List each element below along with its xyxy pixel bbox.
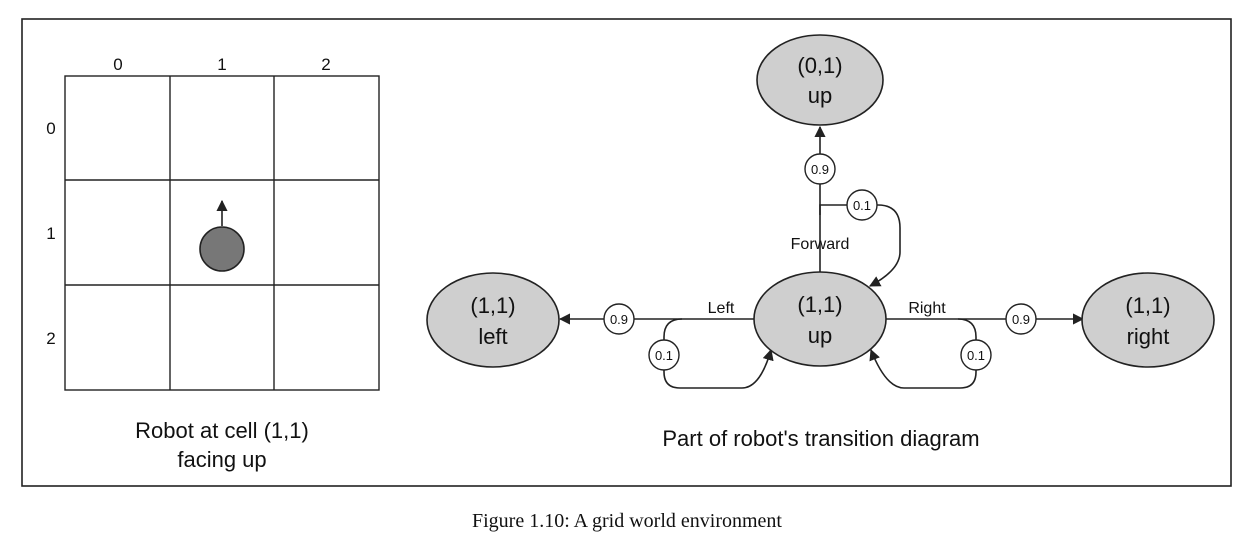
figure-frame	[21, 18, 1232, 487]
prob-left-success: 0.9	[603, 303, 635, 335]
node-left: (1,1) left	[426, 272, 560, 368]
row-label-2: 2	[46, 329, 55, 348]
transition-diagram: (0,1) up (1,1) up (1,1) left (1,1) right…	[426, 34, 1215, 451]
right-stay-loop	[869, 318, 977, 389]
prob-forward-success: 0.9	[804, 153, 836, 185]
robot-body	[199, 226, 245, 272]
node-top-line1: (0,1)	[797, 53, 842, 78]
svg-text:0.9: 0.9	[1012, 312, 1030, 327]
svg-text:0.1: 0.1	[853, 198, 871, 213]
action-label-forward: Forward	[791, 236, 850, 253]
grid-caption-line1: Robot at cell (1,1)	[135, 418, 309, 443]
robot	[199, 199, 245, 272]
row-label-1: 1	[46, 224, 55, 243]
node-top: (0,1) up	[756, 34, 884, 126]
col-label-0: 0	[113, 55, 122, 74]
node-center: (1,1) up	[753, 271, 887, 367]
grid-cells	[64, 75, 380, 391]
svg-text:0.9: 0.9	[610, 312, 628, 327]
prob-right-stay: 0.1	[960, 339, 992, 371]
node-left-line2: left	[478, 324, 507, 349]
action-label-left: Left	[708, 300, 735, 317]
svg-text:0.1: 0.1	[655, 348, 673, 363]
svg-text:0.9: 0.9	[811, 162, 829, 177]
row-label-0: 0	[46, 119, 55, 138]
node-left-line1: (1,1)	[470, 293, 515, 318]
figure-caption: Figure 1.10: A grid world environment	[472, 510, 782, 532]
diagram-caption: Part of robot's transition diagram	[662, 426, 979, 451]
action-label-right: Right	[908, 300, 946, 317]
prob-right-success: 0.9	[1005, 303, 1037, 335]
prob-left-stay: 0.1	[648, 339, 680, 371]
grid-panel: 0 1 2 0 1 2 Robot at cell (1,1) facing u…	[46, 55, 380, 472]
node-center-line2: up	[808, 323, 832, 348]
grid-caption-line2: facing up	[177, 447, 266, 472]
node-top-line2: up	[808, 83, 832, 108]
forward-stay-loop	[819, 204, 901, 287]
node-right-line1: (1,1)	[1125, 293, 1170, 318]
svg-text:0.1: 0.1	[967, 348, 985, 363]
node-right-line2: right	[1127, 324, 1170, 349]
node-center-line1: (1,1)	[797, 292, 842, 317]
left-stay-loop	[663, 318, 774, 389]
node-right: (1,1) right	[1081, 272, 1215, 368]
col-label-2: 2	[321, 55, 330, 74]
col-label-1: 1	[217, 55, 226, 74]
prob-forward-stay: 0.1	[846, 189, 878, 221]
